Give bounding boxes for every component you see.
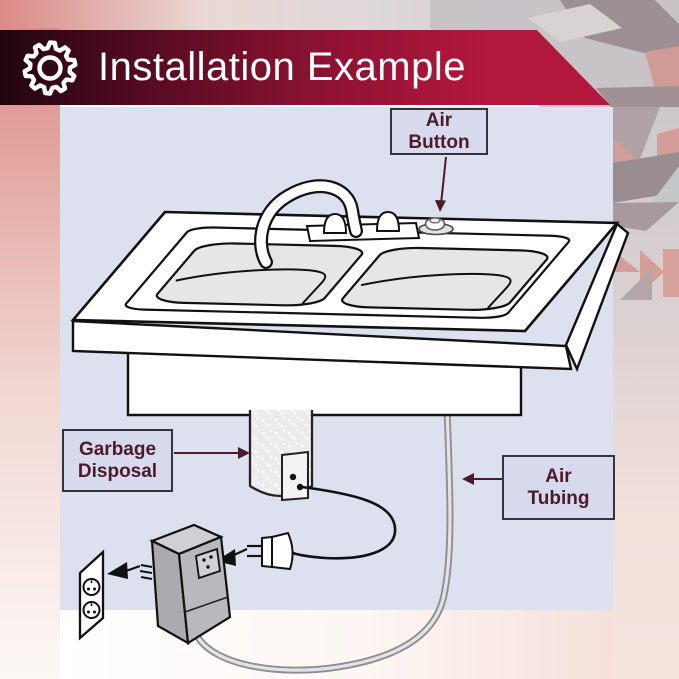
air-button-label-line1: Air bbox=[425, 110, 453, 132]
unit-to-outlet-arrow bbox=[107, 562, 141, 579]
air-button-label: Air Button bbox=[390, 108, 488, 155]
power-plug bbox=[247, 531, 294, 571]
garbage-disposal-arrow bbox=[174, 447, 250, 459]
wall-outlet bbox=[78, 549, 105, 641]
garbage-disposal-label-line1: Garbage bbox=[78, 439, 157, 461]
unit-receptacle bbox=[195, 547, 221, 580]
air-tubing-arrow bbox=[462, 473, 502, 485]
page-title: Installation Example bbox=[98, 45, 466, 89]
sink-basin-left bbox=[151, 243, 369, 306]
garbage-disposal-label-line2: Disposal bbox=[77, 460, 158, 482]
garbage-disposal-label: Garbage Disposal bbox=[62, 429, 173, 492]
air-tubing-label: Air Tubing bbox=[502, 455, 615, 520]
basin-right-crease bbox=[345, 271, 518, 308]
power-cord bbox=[292, 485, 397, 560]
air-tubing-label-line1: Air bbox=[545, 466, 572, 488]
countertop-side-face bbox=[564, 222, 630, 373]
gear-icon-path bbox=[22, 39, 78, 96]
air-tubing-label-line2: Tubing bbox=[527, 487, 590, 509]
garbage-disposal-unit bbox=[248, 410, 314, 502]
air-tubing bbox=[191, 404, 454, 674]
gear-icon bbox=[22, 39, 78, 96]
faucet-handle-right bbox=[375, 210, 401, 232]
control-unit bbox=[139, 523, 232, 646]
basin-left-crease bbox=[159, 267, 332, 304]
air-button-arrow bbox=[435, 156, 447, 212]
faucet bbox=[254, 179, 363, 269]
sink-basin-right bbox=[336, 247, 554, 310]
air-button bbox=[418, 217, 454, 236]
header-banner: Installation Example bbox=[0, 30, 610, 105]
countertop-front-face bbox=[71, 319, 573, 371]
faucet-handle-left bbox=[322, 212, 348, 234]
air-button-label-line2: Button bbox=[408, 131, 470, 153]
